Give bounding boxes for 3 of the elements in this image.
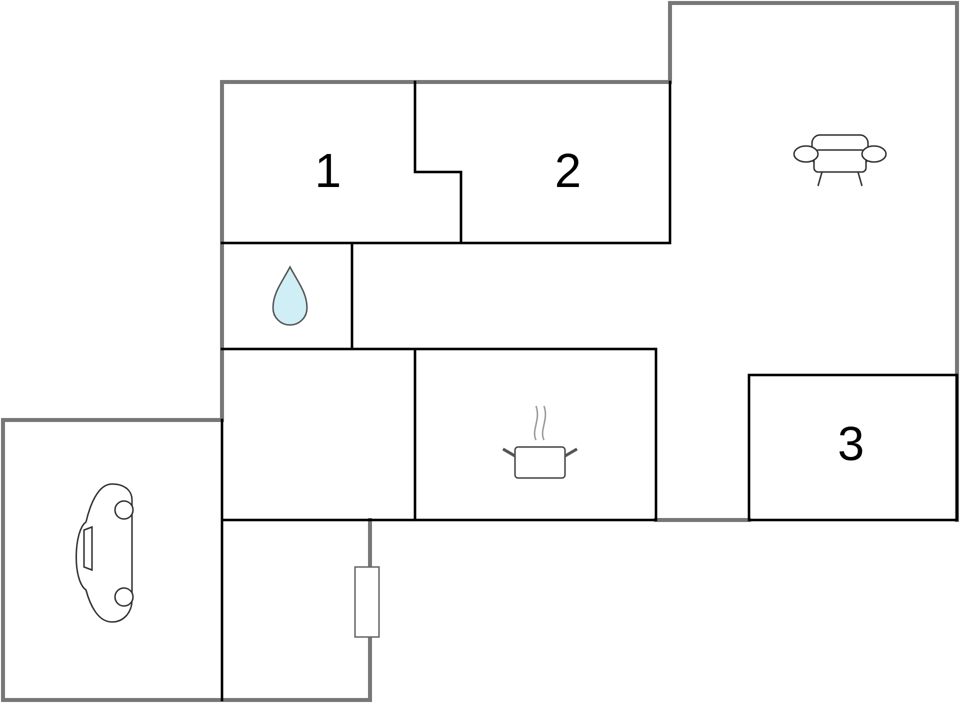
- room-number: 1: [314, 148, 342, 196]
- room-number: 2: [554, 148, 582, 196]
- room-number: 3: [838, 421, 864, 469]
